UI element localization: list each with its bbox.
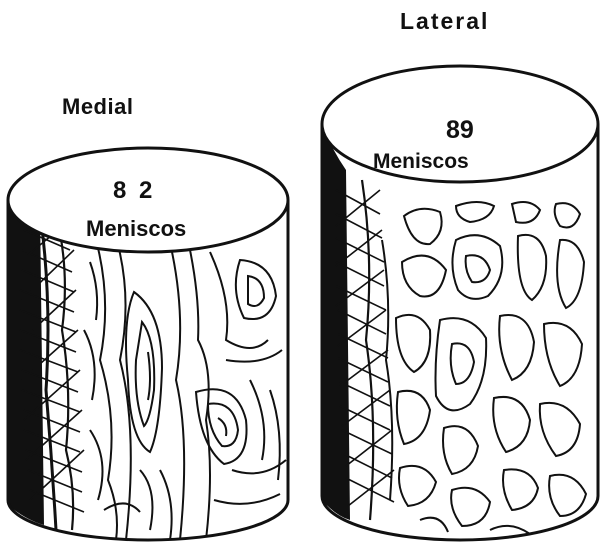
lateral-unit: Meniscos: [373, 151, 469, 172]
lateral-title: Lateral: [400, 10, 489, 33]
lateral-count: 89: [446, 118, 474, 143]
lateral-blob-pattern: [382, 202, 586, 534]
lateral-side-shading: [322, 124, 394, 520]
medial-unit: Meniscos: [86, 218, 186, 240]
medial-title: Medial: [62, 96, 133, 118]
medial-cylinder: [8, 148, 288, 540]
medial-count: 8 2: [113, 179, 155, 203]
medial-side-shading: [8, 200, 84, 530]
medial-fibre-pattern: [84, 240, 286, 540]
